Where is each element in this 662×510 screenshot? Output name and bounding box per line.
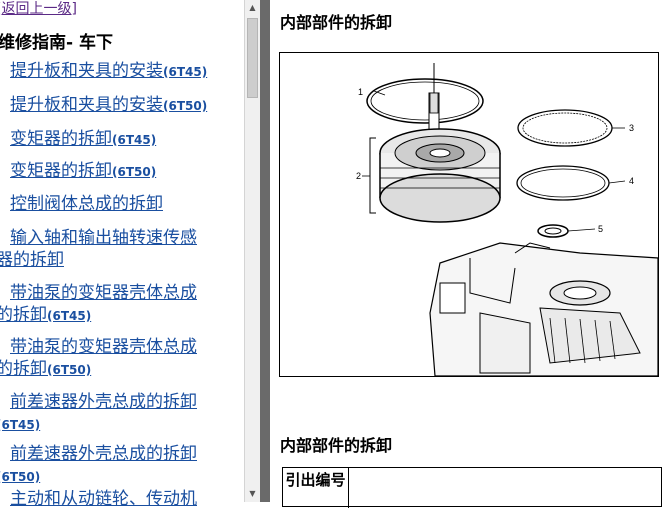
callout-4: 4 [629,176,634,186]
back-link[interactable]: [返回上一级] [0,1,77,17]
callout-2: 2 [356,171,361,181]
exploded-view-figure: 1 2 3 4 5 [279,52,659,377]
nav-scrollbar[interactable]: ▲ ▼ [244,0,260,502]
callout-5: 5 [598,224,603,234]
nav-link-speed-sensor[interactable]: 输入轴和输出轴转速传感 器的拆卸 [0,228,197,270]
exploded-view-drawing: 1 2 3 4 5 [356,63,659,377]
scroll-up-icon[interactable]: ▲ [245,0,260,16]
content-pane: 内部部件的拆卸 [270,0,662,508]
nav-link-lift-plate-6t45[interactable]: 提升板和夹具的安装(6T45) [10,61,208,81]
scroll-down-icon[interactable]: ▼ [245,486,260,502]
nav-link-diff-housing-6t50[interactable]: 前差速器外壳总成的拆卸 (6T50) [0,444,197,484]
nav-pane: [返回上一级] 维修指南- 车下 提升板和夹具的安装(6T45) 提升板和夹具的… [0,0,244,509]
content-heading-top: 内部部件的拆卸 [280,13,393,32]
content-heading-bottom: 内部部件的拆卸 [280,436,393,455]
callout-3: 3 [629,123,634,133]
nav-link-torque-converter-6t50[interactable]: 变矩器的拆卸(6T50) [10,161,157,181]
nav-link-diff-housing-6t45[interactable]: 前差速器外壳总成的拆卸 (6T45) [0,392,197,432]
pane-splitter[interactable] [260,0,270,502]
nav-link-sprocket[interactable]: 主动和从动链轮、传动机 [10,489,197,509]
nav-link-converter-housing-6t50[interactable]: 带油泵的变矩器壳体总成 的拆卸(6T50) [0,337,197,379]
table-header-callout-number: 引出编号 [283,468,349,508]
nav-link-control-valve[interactable]: 控制阀体总成的拆卸 [10,194,163,214]
callout-table: 引出编号 [282,467,662,508]
nav-link-converter-housing-6t45[interactable]: 带油泵的变矩器壳体总成 的拆卸(6T45) [0,283,197,325]
scroll-thumb[interactable] [247,18,258,98]
nav-link-torque-converter-6t45[interactable]: 变矩器的拆卸(6T45) [10,129,157,149]
callout-1: 1 [358,87,363,97]
nav-link-lift-plate-6t50[interactable]: 提升板和夹具的安装(6T50) [10,95,208,115]
section-title: 维修指南- 车下 [0,33,113,53]
